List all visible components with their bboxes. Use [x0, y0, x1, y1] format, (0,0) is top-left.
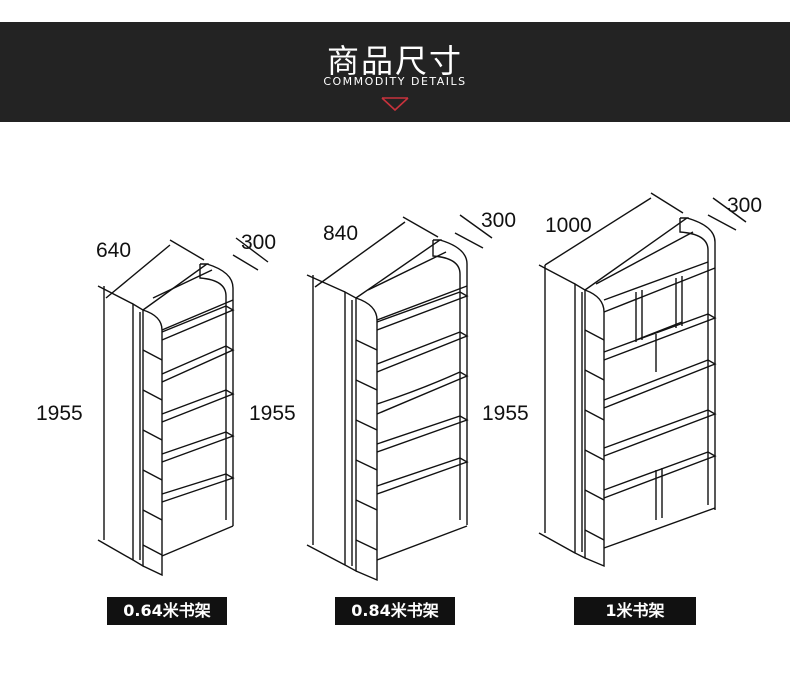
dimension-height: 1955: [36, 402, 83, 425]
dimension-height: 1955: [249, 402, 296, 425]
dimension-height: 1955: [482, 402, 529, 425]
banner-title: 商品尺寸: [326, 42, 463, 80]
bookshelf-084-drawing: [306, 214, 493, 582]
dimension-width: 1000: [545, 214, 592, 237]
dimension-width: 640: [96, 239, 131, 262]
header-banner: 商品尺寸 COMMODITY DETAILS: [0, 22, 790, 122]
dimension-depth: 300: [481, 209, 516, 232]
dimension-depth: 300: [727, 194, 762, 217]
bookshelf-100-drawing: [538, 192, 747, 568]
banner-subtitle: COMMODITY DETAILS: [323, 75, 467, 88]
dimension-depth: 300: [241, 231, 276, 254]
bookshelf-064-drawing: [97, 237, 269, 577]
dimension-width: 840: [323, 222, 358, 245]
product-label-100: 1米书架: [574, 597, 696, 625]
product-label-064: 0.64米书架: [107, 597, 227, 625]
product-label-084: 0.84米书架: [335, 597, 455, 625]
chevron-down-icon: [381, 97, 409, 112]
